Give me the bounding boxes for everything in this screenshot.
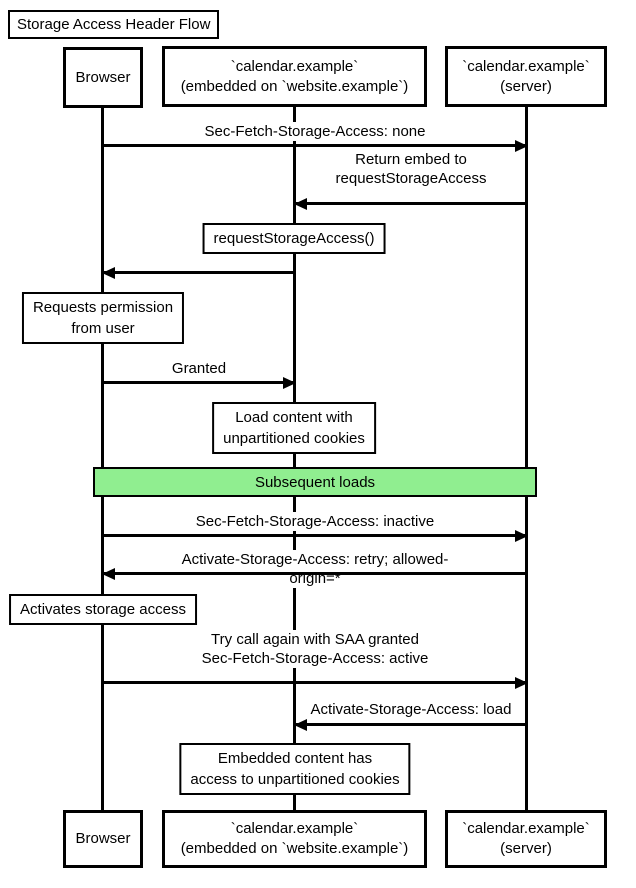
message-label: Activate-Storage-Access: retry; allowed-… [154,550,476,588]
message-line [103,529,528,542]
actor-bottom-calendar-embedded: `calendar.example` (embedded on `website… [162,810,427,868]
lifeline-browser [101,107,104,810]
actor-top-browser: Browser [63,47,143,108]
message-line [294,718,527,731]
message-label: Sec-Fetch-Storage-Access: inactive [192,512,438,531]
lifeline-calendar-server [525,107,528,810]
arrowhead-left [294,197,307,210]
arrowhead-left [294,718,307,731]
diagram-title: Storage Access Header Flow [8,10,220,39]
arrowhead-right [515,139,528,152]
divider-label: Subsequent loads [254,473,376,491]
arrowhead-left [102,567,115,580]
note-requests-permission: Requests permission from user [21,292,185,344]
arrowhead-left [102,266,115,279]
message-label: Activate-Storage-Access: load [307,700,515,719]
lifeline-calendar-embedded [293,107,296,810]
message-label: Return embed to requestStorageAccess [332,150,490,188]
message-line [294,197,527,210]
divider-subsequent-loads: Subsequent loads [93,467,537,497]
actor-top-calendar-server: `calendar.example` (server) [445,46,607,107]
actor-top-calendar-embedded: `calendar.example` (embedded on `website… [162,46,427,107]
note-embedded-content-access: Embedded content has access to unpartiti… [179,743,411,795]
note-request-storage-access: requestStorageAccess() [202,223,386,254]
arrowhead-right [283,376,296,389]
message-line [102,266,295,279]
note-activates-storage-access: Activates storage access [9,594,197,625]
message-line [103,139,528,152]
message-line [103,676,528,689]
message-label: Try call again with SAA granted Sec-Fetc… [198,630,432,668]
message-label: Granted [168,359,230,378]
note-load-content: Load content with unpartitioned cookies [212,402,376,454]
message-line [102,567,527,580]
actor-bottom-calendar-server: `calendar.example` (server) [445,810,607,868]
message-label: Sec-Fetch-Storage-Access: none [201,122,429,141]
message-line [103,376,296,389]
actor-bottom-browser: Browser [63,810,143,868]
arrowhead-right [515,676,528,689]
arrowhead-right [515,529,528,542]
